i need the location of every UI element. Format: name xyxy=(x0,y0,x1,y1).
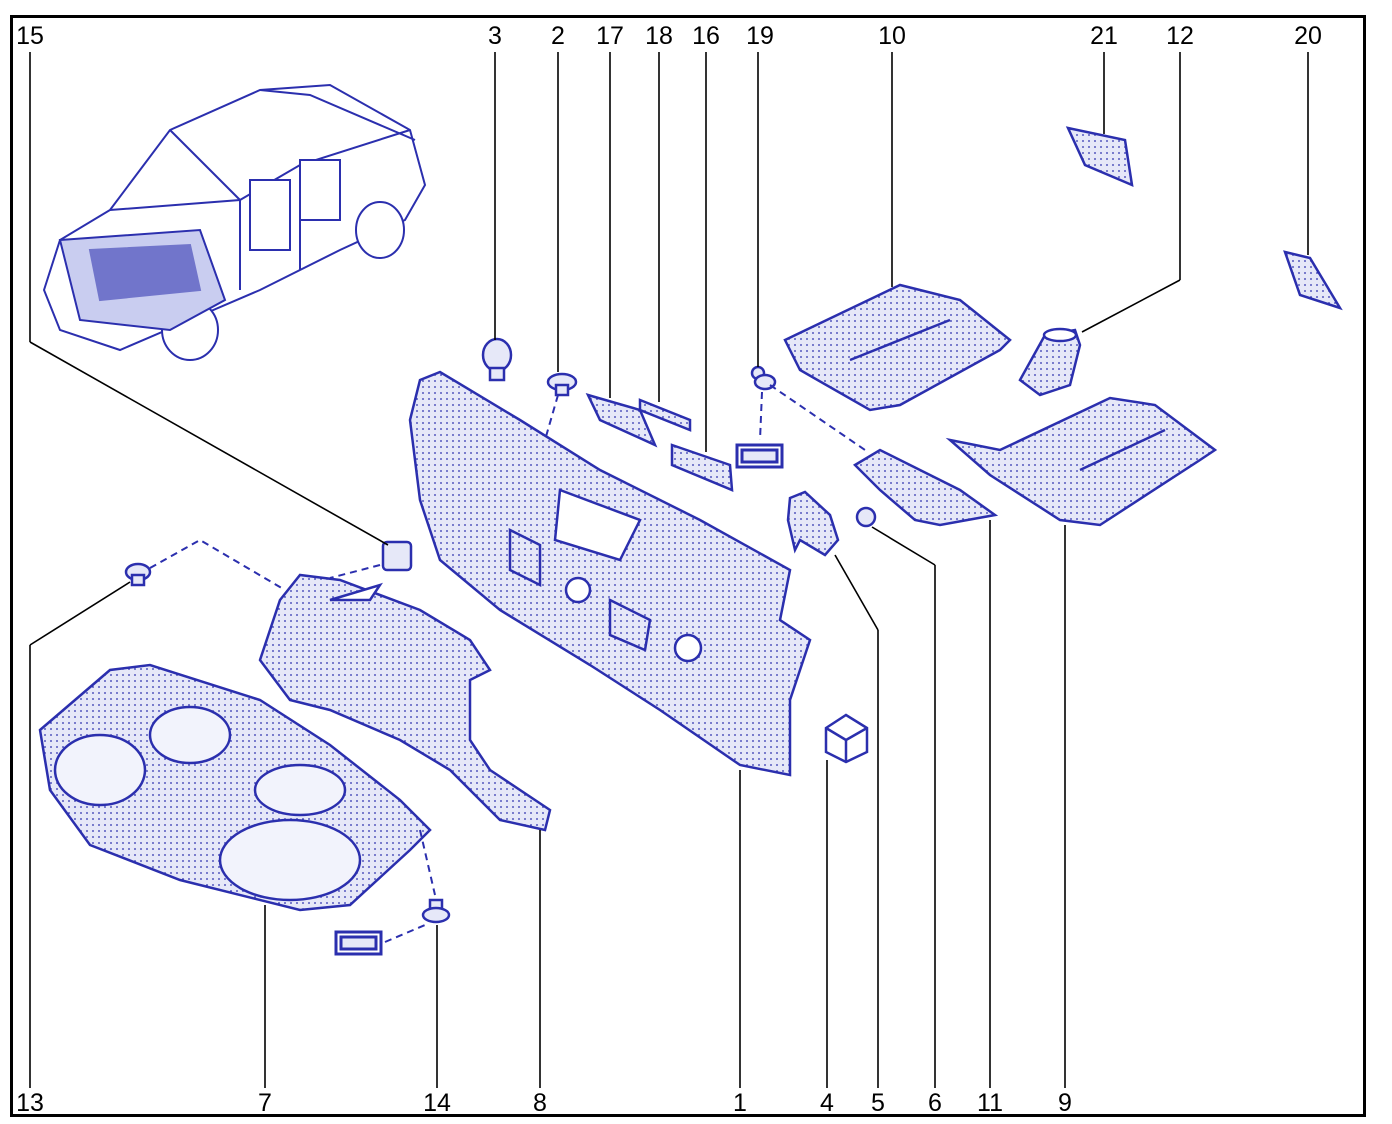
part-8-air-inlet-panel xyxy=(258,573,552,832)
part-17-strip xyxy=(585,393,658,448)
part-20-pad xyxy=(1283,250,1343,311)
callout-label-15: 15 xyxy=(16,22,44,50)
callout-label-8: 8 xyxy=(533,1089,547,1117)
callout-label-20: 20 xyxy=(1294,22,1322,50)
callout-label-4: 4 xyxy=(820,1089,834,1117)
part-6-grommet xyxy=(855,506,877,528)
callout-label-7: 7 xyxy=(258,1089,272,1117)
callout-label-2: 2 xyxy=(551,22,565,50)
part-12-boot xyxy=(1018,327,1082,397)
part-21-pad xyxy=(1065,126,1134,188)
part-11-insulator-piece xyxy=(852,448,999,527)
callout-label-11: 11 xyxy=(977,1089,1003,1117)
callout-label-13: 13 xyxy=(16,1089,44,1117)
callout-label-9: 9 xyxy=(1058,1089,1072,1117)
diagram-frame xyxy=(10,15,1366,1117)
part-13-clip xyxy=(124,562,152,587)
callout-label-16: 16 xyxy=(692,22,720,50)
part-10-floor-insulator xyxy=(783,283,1012,412)
part-15-clip xyxy=(381,540,413,572)
callout-label-5: 5 xyxy=(871,1089,885,1117)
car-overview-illustration xyxy=(42,83,427,361)
part-3-clip xyxy=(481,337,513,382)
callout-leader-lines xyxy=(29,52,1309,1088)
part-9-floor-insulator xyxy=(945,396,1218,527)
part-14-clip xyxy=(421,898,451,924)
part-7-hood-insulator xyxy=(38,663,432,912)
callout-label-14: 14 xyxy=(423,1089,451,1117)
part-2-clip xyxy=(546,372,578,397)
callout-label-10: 10 xyxy=(878,22,906,50)
callout-label-6: 6 xyxy=(928,1089,942,1117)
part-4-block xyxy=(824,713,869,764)
callout-label-17: 17 xyxy=(596,22,624,50)
gasket-icon-lower xyxy=(334,930,383,956)
callout-label-18: 18 xyxy=(645,22,673,50)
callout-label-12: 12 xyxy=(1166,22,1194,50)
callout-label-1: 1 xyxy=(733,1089,747,1117)
part-16-strip xyxy=(670,443,734,492)
gasket-icon-upper xyxy=(735,443,784,469)
assembly-dashed-lines xyxy=(149,384,866,943)
callout-label-3: 3 xyxy=(488,22,502,50)
callout-label-21: 21 xyxy=(1090,22,1118,50)
part-18-strip xyxy=(638,398,692,432)
callout-label-19: 19 xyxy=(746,22,774,50)
part-1-bulkhead-insulator xyxy=(408,370,812,777)
part-5-bracket xyxy=(786,490,840,557)
